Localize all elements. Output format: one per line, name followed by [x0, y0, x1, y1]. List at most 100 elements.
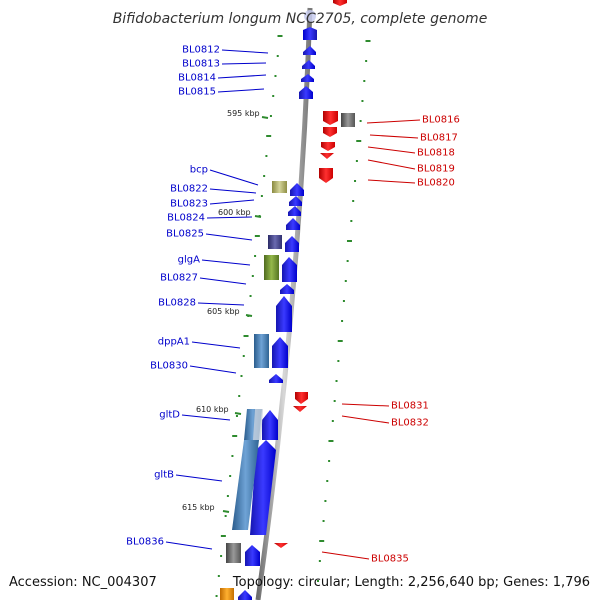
- gene-label-BL0815[interactable]: BL0815: [178, 87, 216, 98]
- tick-mark: [220, 535, 226, 537]
- scale-tick: [245, 314, 253, 317]
- gene-label-gltB[interactable]: gltB: [154, 470, 174, 481]
- reverse-gene-arrow[interactable]: [323, 111, 338, 125]
- gene-label-BL0825[interactable]: BL0825: [166, 229, 204, 240]
- scale-label: 610 kbp: [196, 405, 229, 414]
- gene-label-BL0822[interactable]: BL0822: [170, 184, 208, 195]
- leader-line: [201, 259, 251, 266]
- tick-mark: [365, 40, 371, 42]
- tick-mark: [266, 135, 272, 137]
- tick-mark: [331, 420, 334, 422]
- gene-block-BL0816[interactable]: [341, 113, 355, 127]
- scale-tick: [254, 215, 262, 218]
- tick-mark: [354, 180, 357, 182]
- forward-gene-arrow[interactable]: [299, 86, 313, 99]
- gene-block-glgA[interactable]: [264, 255, 279, 280]
- gene-label-BL0831[interactable]: BL0831: [391, 401, 429, 412]
- leader-line: [321, 551, 370, 560]
- tick-mark: [265, 155, 268, 157]
- forward-gene-arrow[interactable]: [272, 337, 288, 368]
- gene-label-BL0832[interactable]: BL0832: [391, 418, 429, 429]
- tick-mark: [276, 55, 279, 57]
- gene-label-BL0827[interactable]: BL0827: [160, 273, 198, 284]
- gene-label-glgA[interactable]: glgA: [178, 255, 200, 266]
- leader-line: [341, 403, 390, 407]
- reverse-gene-arrow[interactable]: [293, 406, 307, 412]
- tick-mark: [356, 140, 362, 142]
- tick-mark: [217, 575, 220, 577]
- tick-mark: [243, 335, 249, 337]
- gene-label-bcp[interactable]: bcp: [190, 165, 208, 176]
- leader-line: [221, 49, 269, 54]
- scale-label: 605 kbp: [207, 307, 240, 316]
- scale-label: 600 kbp: [218, 208, 251, 217]
- forward-gene-arrow[interactable]: [301, 74, 314, 82]
- gene-label-BL0823[interactable]: BL0823: [170, 199, 208, 210]
- leader-line: [181, 414, 231, 421]
- gene-label-dppA1[interactable]: dppA1: [158, 337, 190, 348]
- forward-gene-arrow[interactable]: [282, 257, 297, 282]
- tick-mark: [355, 160, 358, 162]
- gene-label-BL0818[interactable]: BL0818: [417, 148, 455, 159]
- forward-gene-arrow[interactable]: [288, 206, 301, 216]
- gene-label-BL0828[interactable]: BL0828: [158, 298, 196, 309]
- forward-gene-arrow[interactable]: [250, 440, 276, 535]
- tick-mark: [342, 300, 345, 302]
- forward-gene-arrow[interactable]: [303, 46, 316, 55]
- gene-block-dppA1[interactable]: [254, 334, 269, 368]
- gene-label-BL0836[interactable]: BL0836: [126, 537, 164, 548]
- gene-label-BL0830[interactable]: BL0830: [150, 361, 188, 372]
- gene-label-BL0816[interactable]: BL0816: [422, 115, 460, 126]
- gene-label-BL0819[interactable]: BL0819: [417, 164, 455, 175]
- gene-block-bcp[interactable]: [272, 181, 287, 193]
- gene-block-BL0836[interactable]: [226, 543, 241, 563]
- tick-mark: [322, 520, 325, 522]
- leader-line: [206, 216, 253, 219]
- tick-marks: [215, 35, 371, 597]
- reverse-gene-arrow[interactable]: [274, 543, 288, 548]
- tick-mark: [337, 360, 340, 362]
- forward-gene-arrow[interactable]: [276, 296, 292, 332]
- tick-mark: [341, 320, 344, 322]
- reverse-gene-arrow[interactable]: [320, 153, 334, 159]
- tick-mark: [317, 580, 319, 582]
- gene-label-BL0814[interactable]: BL0814: [178, 73, 216, 84]
- reverse-gene-arrow[interactable]: [321, 142, 335, 151]
- tick-mark: [224, 515, 227, 517]
- gene-block-gltD-light[interactable]: [253, 409, 263, 440]
- genome-summary-text: Topology: circular; Length: 2,256,640 bp…: [232, 575, 590, 590]
- reverse-gene-arrow[interactable]: [333, 0, 347, 6]
- forward-gene-arrow[interactable]: [245, 545, 260, 566]
- gene-label-BL0820[interactable]: BL0820: [417, 178, 455, 189]
- forward-gene-arrow[interactable]: [269, 374, 283, 383]
- forward-gene-arrow[interactable]: [289, 196, 302, 206]
- forward-gene-arrow[interactable]: [303, 27, 317, 40]
- leader-line: [367, 146, 416, 154]
- reverse-gene-arrow[interactable]: [319, 168, 333, 183]
- reverse-gene-arrow[interactable]: [323, 127, 337, 137]
- gene-label-BL0824[interactable]: BL0824: [167, 213, 205, 224]
- gene-label-BL0812[interactable]: BL0812: [182, 45, 220, 56]
- map-title: Bifidobacterium longum NCC2705, complete…: [113, 11, 488, 27]
- gene-labels: BL0812BL0813BL0814BL0815bcpBL0822BL0823B…: [126, 45, 460, 565]
- gene-label-BL0835[interactable]: BL0835: [371, 554, 409, 565]
- gene-block-orange[interactable]: [220, 588, 234, 600]
- tick-mark: [363, 80, 366, 82]
- forward-gene-arrow[interactable]: [262, 410, 278, 440]
- forward-gene-arrow[interactable]: [238, 590, 252, 600]
- tick-mark: [328, 440, 334, 442]
- gene-block-gltB[interactable]: [232, 440, 259, 530]
- gene-label-gltD[interactable]: gltD: [159, 410, 180, 421]
- tick-mark: [226, 495, 229, 497]
- tick-mark: [242, 355, 245, 357]
- gene-label-BL0813[interactable]: BL0813: [182, 59, 220, 70]
- forward-gene-arrow[interactable]: [302, 60, 315, 69]
- forward-gene-arrow[interactable]: [280, 284, 294, 294]
- gene-block-BL0825[interactable]: [268, 235, 282, 249]
- gene-label-BL0817[interactable]: BL0817: [420, 133, 458, 144]
- forward-gene-arrow[interactable]: [285, 236, 299, 252]
- forward-gene-arrow[interactable]: [286, 218, 300, 230]
- tick-mark: [333, 400, 336, 402]
- reverse-gene-arrow[interactable]: [295, 392, 308, 404]
- forward-gene-arrow[interactable]: [290, 183, 304, 196]
